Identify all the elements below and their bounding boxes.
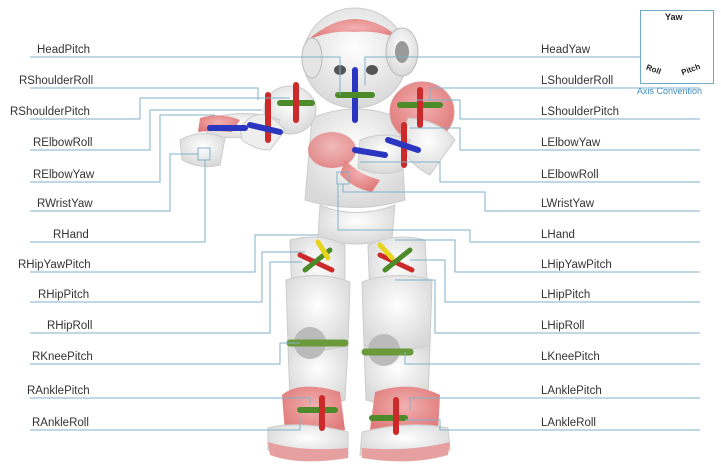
left-label-8: RHipPitch: [38, 288, 89, 302]
axis-roll-label: Roll: [645, 63, 662, 77]
right-label-1: LShoulderRoll: [541, 74, 613, 88]
right-label-11: LAnklePitch: [541, 384, 602, 398]
left-label-7: RHipYawPitch: [18, 258, 91, 272]
left-label-4: RElbowYaw: [33, 168, 94, 182]
right-label-2: LShoulderPitch: [541, 105, 619, 119]
axis-convention-box: Yaw Roll Pitch: [640, 10, 714, 84]
left-label-5: RWristYaw: [37, 197, 93, 211]
right-label-12: LAnkleRoll: [541, 416, 596, 430]
left-label-2: RShoulderPitch: [10, 105, 90, 119]
right-label-10: LKneePitch: [541, 350, 600, 364]
left-label-6: RHand: [53, 228, 89, 242]
right-label-8: LHipPitch: [541, 288, 590, 302]
right-label-5: LWristYaw: [541, 197, 594, 211]
right-label-0: HeadYaw: [541, 43, 590, 57]
right-label-9: LHipRoll: [541, 319, 584, 333]
right-label-3: LElbowYaw: [541, 136, 600, 150]
left-label-9: RHipRoll: [47, 319, 92, 333]
left-label-0: HeadPitch: [37, 43, 90, 57]
axis-convention-caption: Axis Convention: [637, 86, 702, 96]
right-label-7: LHipYawPitch: [541, 258, 612, 272]
axis-yaw-label: Yaw: [665, 12, 683, 22]
left-label-1: RShoulderRoll: [19, 74, 93, 88]
left-label-10: RKneePitch: [32, 350, 93, 364]
left-label-11: RAnklePitch: [27, 384, 90, 398]
axis-pitch-label: Pitch: [680, 62, 701, 77]
right-label-6: LHand: [541, 228, 575, 242]
right-label-4: LElbowRoll: [541, 168, 599, 182]
left-label-12: RAnkleRoll: [32, 416, 89, 430]
left-label-3: RElbowRoll: [33, 136, 92, 150]
